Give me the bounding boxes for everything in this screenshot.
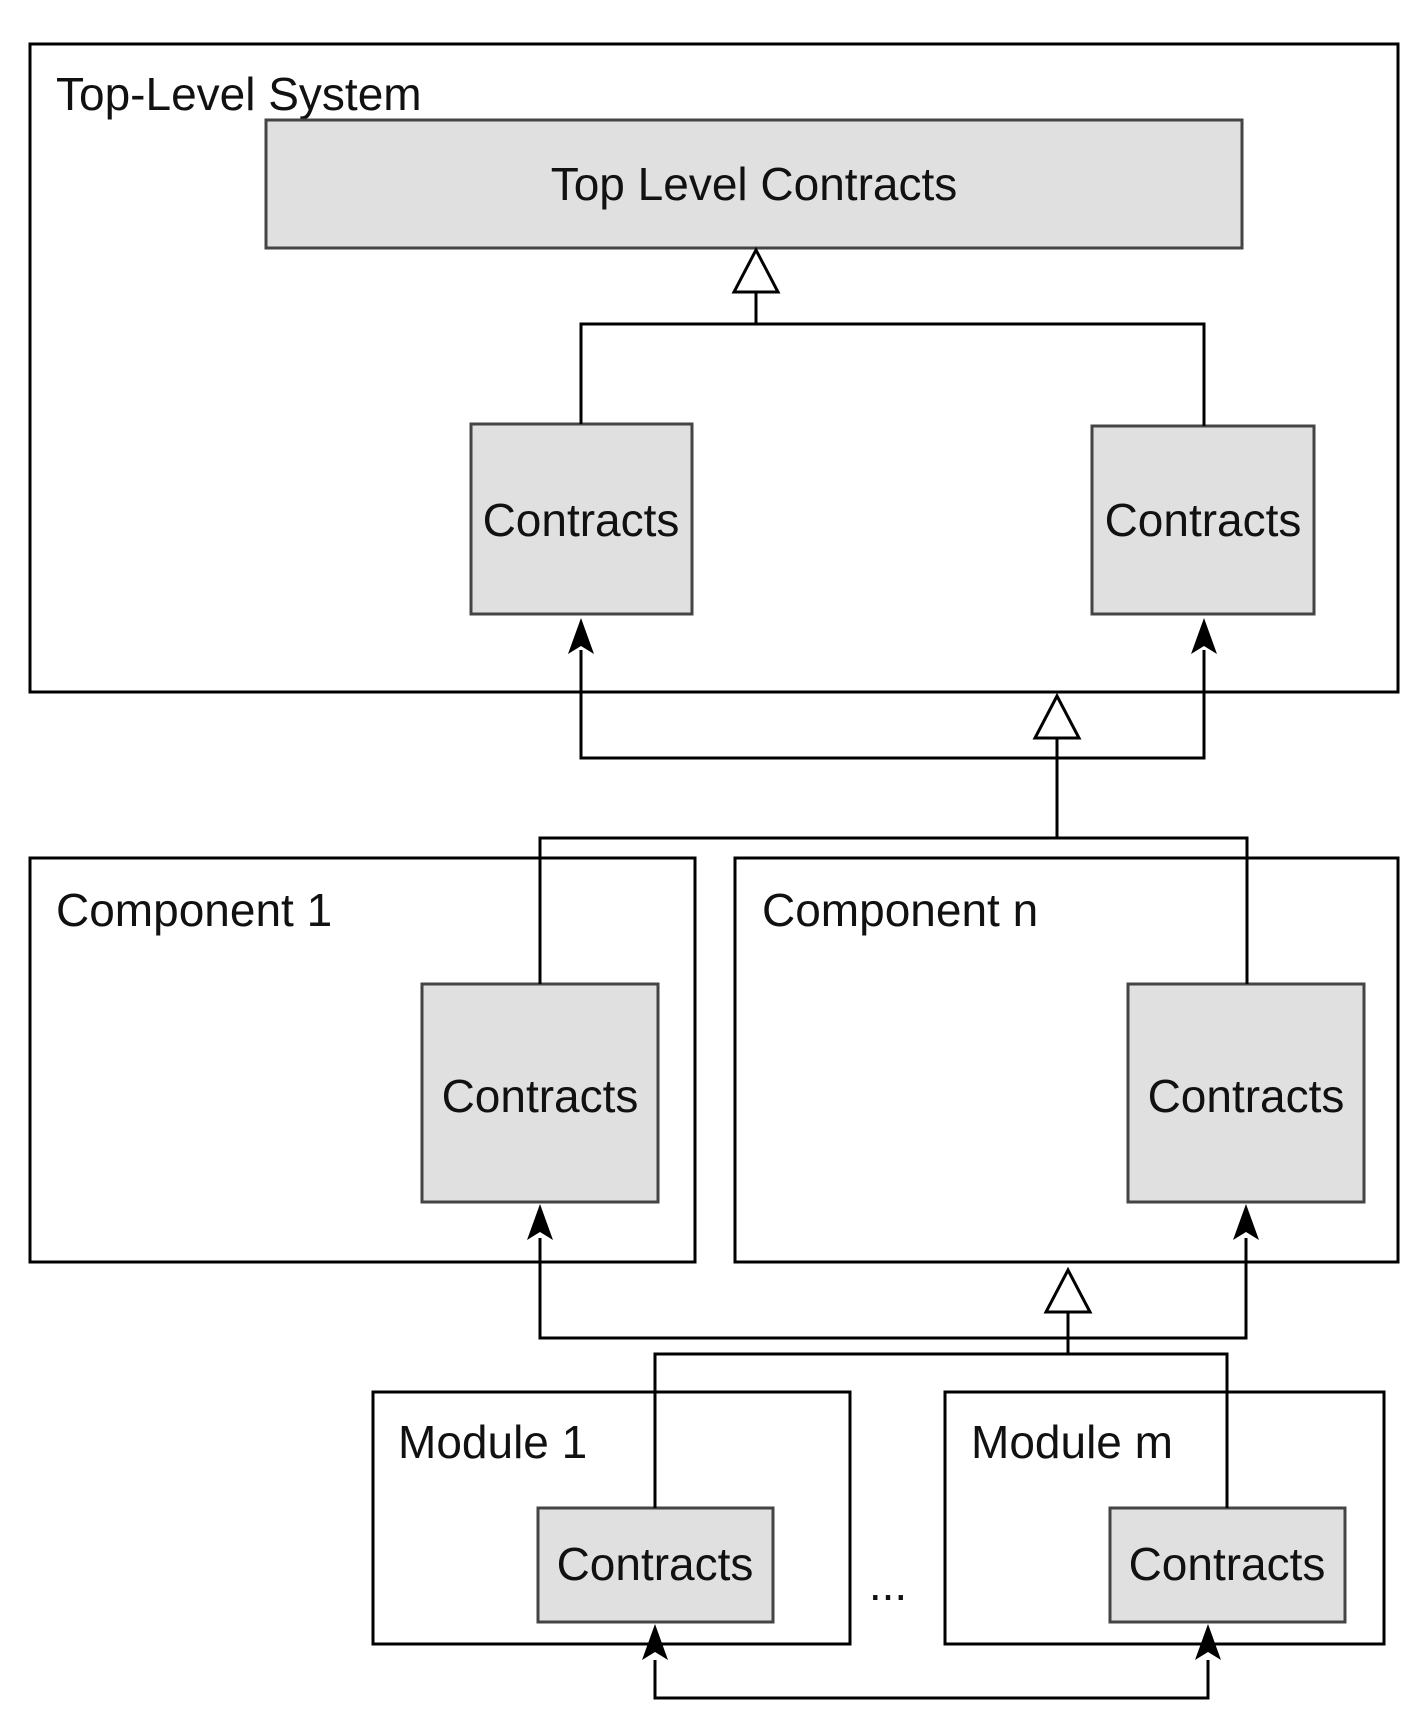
component-n-label: Component n — [762, 884, 1038, 936]
components-refinement-arrowhead — [1032, 692, 1082, 740]
components-refinement-connector — [538, 738, 1249, 984]
modules-refinement-arrowhead — [1043, 1266, 1093, 1314]
component-1-label: Component 1 — [56, 884, 332, 936]
module-m-label: Module m — [971, 1416, 1173, 1468]
top-level-system: Top-Level System Top Level Contracts Con… — [28, 42, 1400, 694]
top-contracts-refinement-arrowhead — [731, 246, 781, 294]
module-m-contracts-arrowhead — [1195, 1624, 1221, 1660]
component-1-contracts-box — [420, 982, 660, 1204]
module-m-contracts-box — [1108, 1506, 1347, 1624]
module-1-contracts-arrowhead — [642, 1624, 668, 1660]
module-1: Module 1 Contracts — [371, 1390, 852, 1646]
modules-ellipsis: ... — [869, 1558, 907, 1610]
top-right-contracts-arrowhead — [1191, 618, 1217, 654]
component-1: Component 1 Contracts — [28, 856, 697, 1264]
top-level-system-label: Top-Level System — [56, 68, 422, 120]
module-1-label: Module 1 — [398, 1416, 587, 1468]
component-n-contracts-label: Contracts — [1148, 1070, 1345, 1122]
component-n: Component n Contracts — [733, 856, 1400, 1264]
component-n-contracts-box — [1126, 982, 1366, 1204]
modules-refinement-connector — [653, 1312, 1229, 1508]
top-contracts-dependency-connector — [579, 650, 1206, 760]
module-m-contracts-label: Contracts — [1129, 1538, 1326, 1590]
top-contracts-refinement-connector — [579, 292, 1206, 426]
component-1-contracts-arrowhead — [527, 1204, 553, 1240]
module-1-contracts-label: Contracts — [557, 1538, 754, 1590]
component-n-contracts-arrowhead — [1233, 1204, 1259, 1240]
module-m: Module m Contracts — [943, 1390, 1386, 1646]
top-right-contracts-label: Contracts — [1105, 494, 1302, 546]
top-left-contracts-label: Contracts — [483, 494, 680, 546]
top-level-contracts-label: Top Level Contracts — [551, 158, 958, 210]
component-1-contracts-label: Contracts — [442, 1070, 639, 1122]
top-level-contracts-box — [264, 118, 1244, 250]
top-right-contracts-box — [1090, 424, 1316, 616]
module-contracts-dependency-connector — [653, 1660, 1210, 1700]
module-1-contracts-box — [536, 1506, 775, 1624]
top-left-contracts-arrowhead — [568, 618, 594, 654]
component-contracts-dependency-connector — [538, 1238, 1248, 1340]
